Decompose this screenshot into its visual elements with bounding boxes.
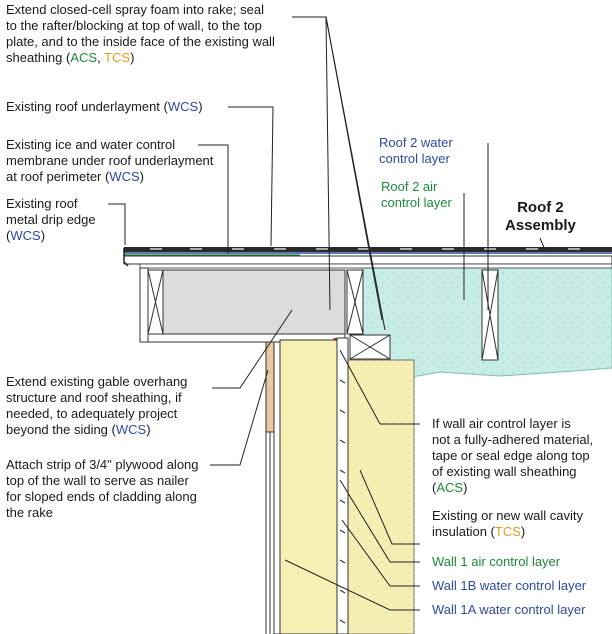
label-text: beyond the siding ( <box>6 422 116 437</box>
label-text: sheathing ( <box>6 50 71 65</box>
label-line: Attach strip of 3/4" plywood along <box>6 457 199 472</box>
code-acs: ACS <box>70 50 98 65</box>
label-line: metal drip edge <box>6 212 96 227</box>
plywood-nailer-strip <box>265 341 275 433</box>
label-sep: , <box>97 50 105 65</box>
label-line: Roof 2 <box>517 199 564 216</box>
label-wall-insulation: Existing or new wall cavity insulation (… <box>432 508 583 540</box>
code-wcs: WCS <box>167 99 199 114</box>
overhang-structure <box>162 269 346 335</box>
label-ice-water-membrane: Existing ice and water control membrane … <box>6 137 213 185</box>
label-line: for sloped ends of cladding along <box>6 489 197 504</box>
label-roof-underlayment: Existing roof underlayment (WCS) <box>6 99 203 115</box>
label-line: Roof 2 water <box>379 135 453 150</box>
label-line: top of the wall to serve as nailer <box>6 473 189 488</box>
label-line: Existing ice and water control <box>6 137 176 152</box>
label-line: tape or seal edge along top <box>432 448 590 463</box>
label-text: ( <box>432 480 437 495</box>
label-line: Existing roof <box>6 196 78 211</box>
label-line: Existing or new wall cavity <box>432 508 583 523</box>
label-line: not a fully-adhered material, <box>432 432 594 447</box>
label-line: Extend existing gable overhang <box>6 374 188 389</box>
label-wall1a-water-control: Wall 1A water control layer <box>432 602 586 617</box>
wall-column-left <box>273 341 281 634</box>
label-line: If wall air control layer is <box>432 416 571 431</box>
label-roof2-water-control: Roof 2 water control layer <box>379 135 453 167</box>
siding-shingles <box>339 379 346 624</box>
label-text: ( <box>6 228 11 243</box>
label-close: ) <box>130 50 135 65</box>
label-line: Roof 2 air <box>381 179 438 194</box>
label-wall-air-seal: If wall air control layer is not a fully… <box>432 416 593 496</box>
cladding-lines <box>265 432 271 634</box>
rafter-right <box>481 269 499 361</box>
label-line: membrane under roof underlayment <box>6 153 214 168</box>
label-close: ) <box>198 99 203 114</box>
label-close: ) <box>520 524 526 539</box>
label-line: of existing wall sheathing <box>432 464 577 479</box>
stud-cavity-column <box>279 339 338 634</box>
label-roof2-air-control: Roof 2 air control layer <box>381 179 452 211</box>
code-tcs: TCS <box>494 524 521 539</box>
drip-edge <box>123 248 129 267</box>
label-line: structure and roof sheathing, if <box>6 390 182 405</box>
label-line: plate, and to the inside face of the exi… <box>6 34 275 49</box>
label-line: control layer <box>379 151 450 166</box>
code-tcs: TCS <box>104 50 131 65</box>
label-close: ) <box>40 228 46 243</box>
label-drip-edge: Existing roof metal drip edge (WCS) <box>6 196 96 244</box>
label-line: sheathing (ACS, TCS) <box>6 50 275 66</box>
top-plate <box>349 334 391 360</box>
label-roof2-assembly: Roof 2 Assembly <box>505 199 576 235</box>
code-wcs: WCS <box>10 228 41 243</box>
label-line: Extend closed-cell spray foam into rake;… <box>6 2 264 17</box>
roof-sheathing <box>123 255 612 265</box>
label-plywood-strip: Attach strip of 3/4" plywood along top o… <box>6 457 199 521</box>
code-wcs: WCS <box>115 422 147 437</box>
label-line: beyond the siding (WCS) <box>6 422 187 438</box>
overhang-fascia <box>139 263 612 269</box>
leader-lines <box>108 16 546 611</box>
label-line: insulation (TCS) <box>432 524 583 540</box>
label-line: to the rafter/blocking at top of wall, t… <box>6 18 262 33</box>
code-wcs: WCS <box>109 169 140 184</box>
label-close: ) <box>146 422 151 437</box>
rafter-block <box>346 269 364 335</box>
label-line: at roof perimeter (WCS) <box>6 169 213 185</box>
label-line: the rake <box>6 505 53 520</box>
label-text: Existing roof underlayment ( <box>6 99 168 114</box>
label-text: at roof perimeter ( <box>6 169 110 184</box>
label-line: control layer <box>381 195 452 210</box>
label-wall1b-water-control: Wall 1B water control layer <box>432 578 587 593</box>
code-acs: ACS <box>436 480 464 495</box>
label-line: (WCS) <box>6 228 96 244</box>
label-close: ) <box>139 169 145 184</box>
label-spray-foam: Extend closed-cell spray foam into rake;… <box>6 2 275 66</box>
label-text: insulation ( <box>432 524 495 539</box>
label-line: Assembly <box>505 217 576 234</box>
wall-cavity-insulation <box>347 359 415 634</box>
label-close: ) <box>463 480 468 495</box>
label-line: (ACS) <box>432 480 593 496</box>
label-gable-overhang: Extend existing gable overhang structure… <box>6 374 187 438</box>
overhang-block-left <box>147 269 164 335</box>
label-line: needed, to adequately project <box>6 406 178 421</box>
label-wall1-air-control: Wall 1 air control layer <box>432 554 561 569</box>
